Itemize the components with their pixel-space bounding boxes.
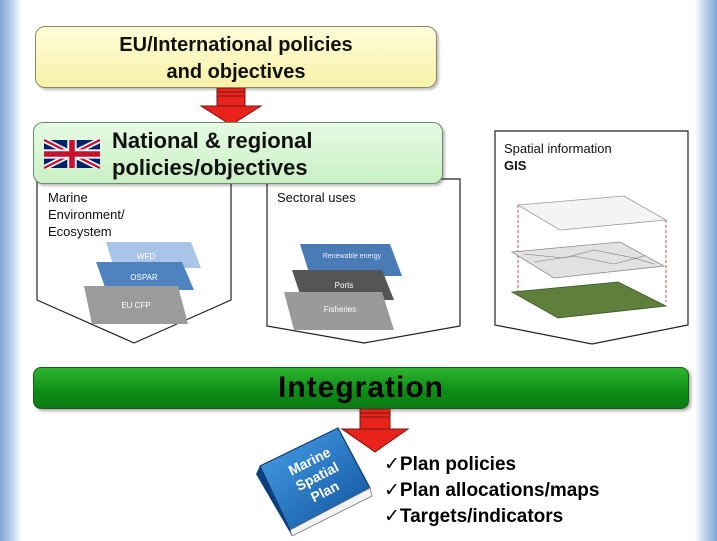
sectoral-panel: Renewable energy Ports Fisheries (266, 178, 461, 344)
marine-label-line2: Environment/ (48, 207, 125, 222)
wfd-layer-label: WFD (137, 252, 155, 261)
eu-cfp-layer: EU CFP (84, 286, 188, 324)
spatial-info-panel (494, 130, 689, 345)
national-policies-line2: policies/objectives (112, 155, 308, 180)
marine-panel-label: Marine Environment/ Ecosystem (48, 189, 125, 240)
output-plan-policies: ✓Plan policies (384, 454, 517, 475)
ospar-layer-label: OSPAR (130, 273, 158, 282)
eu-cfp-layer-label: EU CFP (121, 301, 150, 310)
national-policies-text: National & regional policies/objectives (112, 127, 432, 181)
eu-policies-line1: EU/International policies (119, 34, 353, 56)
national-policies-box: National & regional policies/objectives (33, 122, 443, 184)
eu-policies-box: EU/International policies and objectives (35, 26, 437, 88)
plan-outputs-list: ✓Plan policies ✓Plan allocations/maps ✓T… (384, 452, 600, 530)
marine-panel: WFD OSPAR EU CFP (36, 178, 232, 344)
spatial-panel-label: Spatial information GIS (504, 140, 612, 174)
gis-layers-icon (510, 195, 668, 319)
spatial-label-line2: GIS (504, 158, 527, 173)
eu-policies-line2: and objectives (166, 61, 306, 83)
ports-layer-label: Ports (335, 281, 354, 290)
renewable-energy-layer: Renewable energy (300, 244, 402, 276)
wfd-layer: WFD (106, 242, 201, 268)
ospar-layer: OSPAR (96, 262, 194, 290)
output-plan-allocations: ✓Plan allocations/maps (384, 480, 600, 501)
marine-spatial-plan-book-icon: Marine Spatial Plan (256, 427, 373, 536)
fisheries-layer: Fisheries (284, 292, 394, 330)
renewable-energy-layer-label: Renewable energy (323, 253, 382, 260)
fisheries-layer-label: Fisheries (324, 305, 356, 314)
national-policies-line1: National & regional (112, 128, 313, 153)
output-targets-indicators: ✓Targets/indicators (384, 506, 564, 527)
spatial-label-line1: Spatial information (504, 141, 612, 156)
sectoral-panel-label: Sectoral uses (277, 190, 356, 205)
down-arrow-icon (199, 88, 263, 126)
down-arrow-icon (340, 409, 410, 453)
marine-label-line1: Marine (48, 190, 88, 205)
uk-flag-icon (44, 139, 100, 169)
marine-label-line3: Ecosystem (48, 224, 112, 239)
integration-bar: Integration (33, 367, 689, 409)
